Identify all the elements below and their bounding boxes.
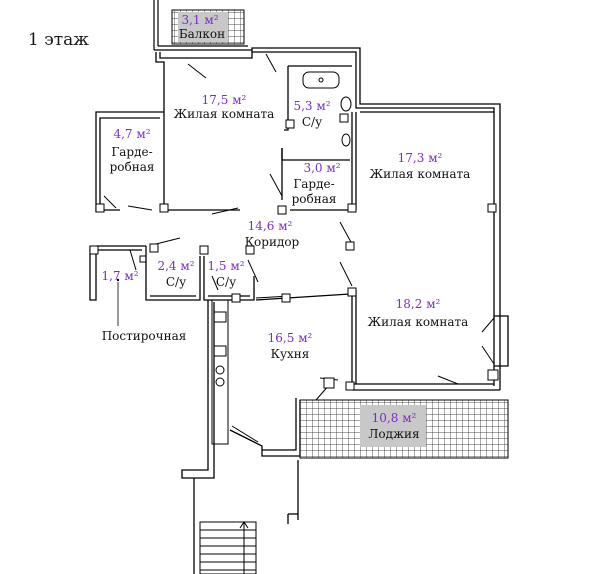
room-name: Постирочная (102, 329, 187, 343)
room-area: 16,5 м² (268, 331, 313, 345)
room-area: 17,3 м² (398, 151, 443, 165)
room-area: 1,7 м² (101, 269, 138, 283)
room-name: Гарде-робная (292, 177, 337, 206)
room-name: Кухня (271, 347, 310, 361)
room-bathroom-3: 1,5 м² С/у (207, 259, 244, 289)
entrance-stairs (199, 521, 257, 574)
room-area: 1,5 м² (207, 259, 244, 273)
room-name: С/у (216, 275, 236, 289)
room-area: 18,2 м² (396, 297, 441, 311)
room-area: 17,5 м² (202, 93, 247, 107)
kitchen-counter (211, 299, 229, 445)
balcony-area (153, 0, 252, 51)
laundry-fixture (116, 255, 147, 282)
room-kitchen: 16,5 м² Кухня (268, 331, 313, 361)
room-name: Балкон (179, 27, 225, 41)
toilet-icon (340, 96, 352, 147)
room-name: Коридор (245, 235, 300, 249)
room-living-3: 18,2 м² Жилая комната (368, 297, 469, 329)
room-area: 3,1 м² (181, 13, 218, 27)
room-name: Жилая комната (174, 107, 275, 121)
bathtub-icon (302, 71, 340, 89)
room-name: Лоджия (368, 427, 419, 441)
exterior-walls (89, 47, 509, 574)
room-area: 2,4 м² (157, 259, 194, 273)
room-living-2: 17,3 м² Жилая комната (370, 151, 471, 181)
room-corridor: 14,6 м² Коридор (245, 219, 300, 249)
room-name: Жилая комната (368, 315, 469, 329)
room-wardrobe-2: 3,0 м² Гарде-робная (292, 161, 341, 206)
room-area: 14,6 м² (248, 219, 293, 233)
room-name: Гарде-робная (110, 145, 155, 174)
room-balcony: 3,1 м² Балкон (179, 13, 225, 41)
room-wardrobe-1: 4,7 м² Гарде-робная (110, 127, 155, 174)
room-area: 3,0 м² (303, 161, 340, 175)
room-living-1: 17,5 м² Жилая комната (174, 93, 275, 121)
loggia-area (299, 399, 509, 459)
room-loggia: 10,8 м² Лоджия (368, 411, 419, 441)
room-laundry: 1,7 м² Постирочная (101, 269, 186, 343)
room-bathroom-1: 5,3 м² С/у (293, 99, 330, 129)
floor-title: 1 этаж (28, 30, 89, 50)
columns (89, 113, 499, 391)
room-name: С/у (166, 275, 186, 289)
room-area: 5,3 м² (293, 99, 330, 113)
room-name: Жилая комната (370, 167, 471, 181)
room-bathroom-2: 2,4 м² С/у (157, 259, 194, 289)
room-area: 10,8 м² (372, 411, 417, 425)
room-name: С/у (302, 115, 322, 129)
room-area: 4,7 м² (113, 127, 150, 141)
